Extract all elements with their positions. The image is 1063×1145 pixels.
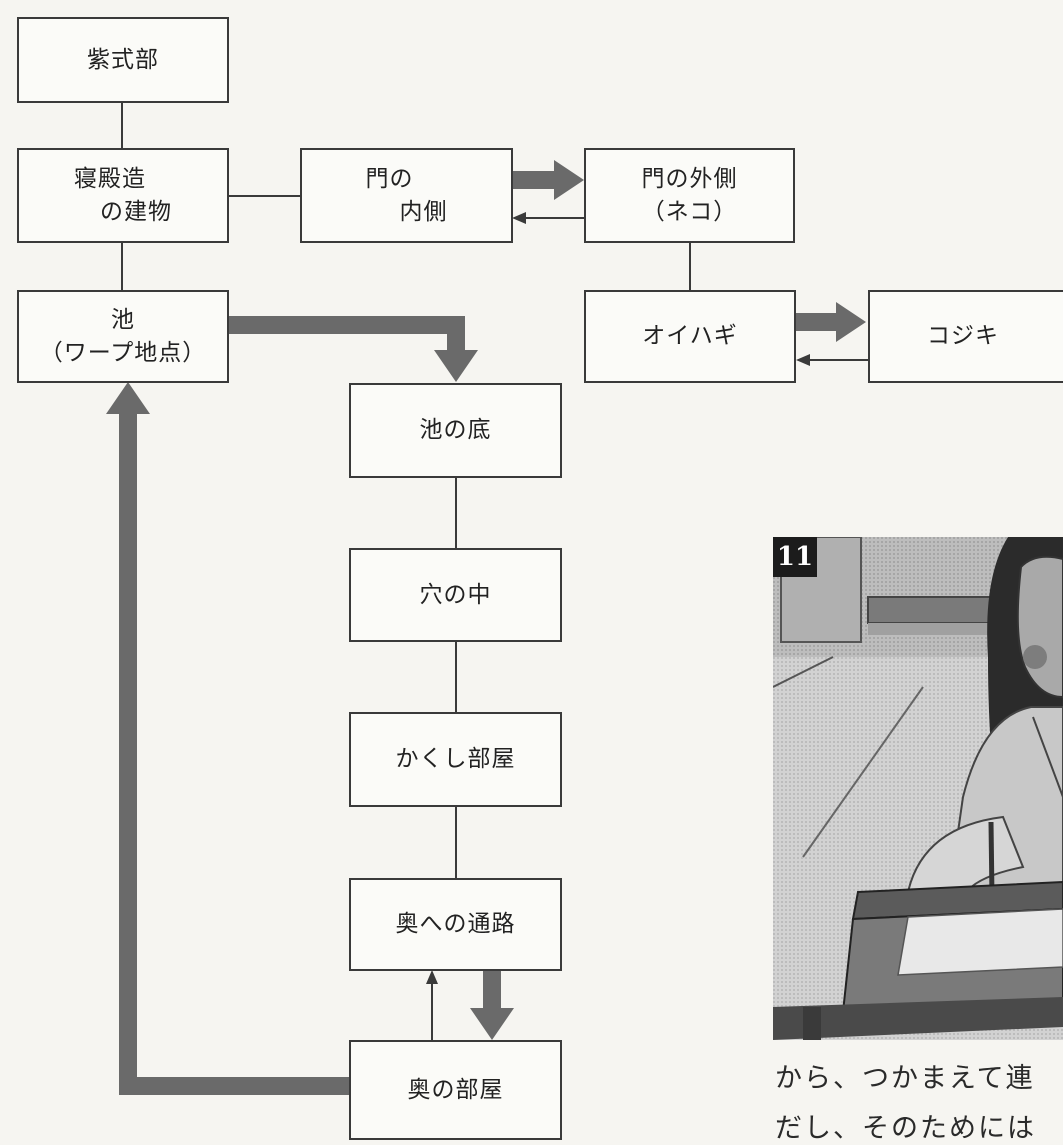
- node-pond-warp: 池 （ワープ地点）: [17, 290, 229, 383]
- thick-arrowhead-heya-ike: [106, 382, 150, 414]
- game-screenshot-illustration: 11: [773, 537, 1063, 1040]
- thick-arrow-ike-ikesoko: [229, 316, 465, 352]
- node-pond-label-line2: （ワープ地点）: [39, 339, 207, 366]
- node-gate-outside-label-line1: 門の外側: [641, 166, 738, 193]
- node-shinden-building: 寝殿造 の建物: [17, 148, 229, 243]
- thick-arrow-heya-ike: [119, 412, 350, 1095]
- thin-arrowhead-kojiki-oihagi: [796, 354, 810, 366]
- node-hidden-room: かくし部屋: [349, 712, 562, 807]
- thick-arrowhead-tsuuro-heya: [470, 1008, 514, 1040]
- node-pond-label-line1: 池: [111, 307, 135, 334]
- node-kojiki: コジキ: [868, 290, 1063, 383]
- node-gate-inside: 門の 内側: [300, 148, 513, 243]
- node-pond-bottom: 池の底: [349, 383, 562, 478]
- node-gate-outside-label-line2: （ネコ）: [641, 198, 738, 225]
- thick-arrowhead-oihagi-kojiki: [836, 302, 866, 342]
- node-pond-bottom-label: 池の底: [419, 417, 492, 444]
- node-murasaki-shikibu-label: 紫式部: [87, 46, 159, 73]
- thick-arrowhead-monuchi-monsoto: [554, 160, 584, 200]
- node-inner-room: 奥の部屋: [349, 1040, 562, 1140]
- illustration-number-badge: 11: [773, 537, 817, 577]
- node-shinden-label-line1: 寝殿造: [74, 166, 146, 193]
- node-inside-hole: 穴の中: [349, 548, 562, 642]
- node-inner-passage-label: 奥への通路: [395, 911, 516, 938]
- node-hidden-room-label: かくし部屋: [395, 746, 516, 773]
- node-inner-room-label: 奥の部屋: [407, 1076, 504, 1103]
- node-inside-hole-label: 穴の中: [419, 581, 492, 608]
- illustration-drawing: [773, 537, 1063, 1040]
- caption-line-1: から、つかまえて連: [775, 1063, 1035, 1094]
- node-gate-outside: 門の外側 （ネコ）: [584, 148, 795, 243]
- thin-arrowhead-heya-tsuuro: [426, 970, 438, 984]
- thin-arrowhead-monsoto-monuchi: [512, 212, 526, 224]
- node-murasaki-shikibu: 紫式部: [17, 17, 229, 103]
- node-kojiki-label: コジキ: [927, 323, 999, 350]
- node-inner-passage: 奥への通路: [349, 878, 562, 971]
- node-gate-inside-label-line2: 内側: [399, 198, 448, 225]
- node-shinden-label-line2: の建物: [100, 198, 172, 225]
- node-oihagi-label: オイハギ: [642, 323, 738, 350]
- node-oihagi: オイハギ: [584, 290, 796, 383]
- thick-arrowhead-ike-ikesoko: [434, 350, 478, 382]
- node-gate-inside-label-line1: 門の: [365, 166, 414, 193]
- caption-line-2: だし、そのためには: [775, 1113, 1036, 1144]
